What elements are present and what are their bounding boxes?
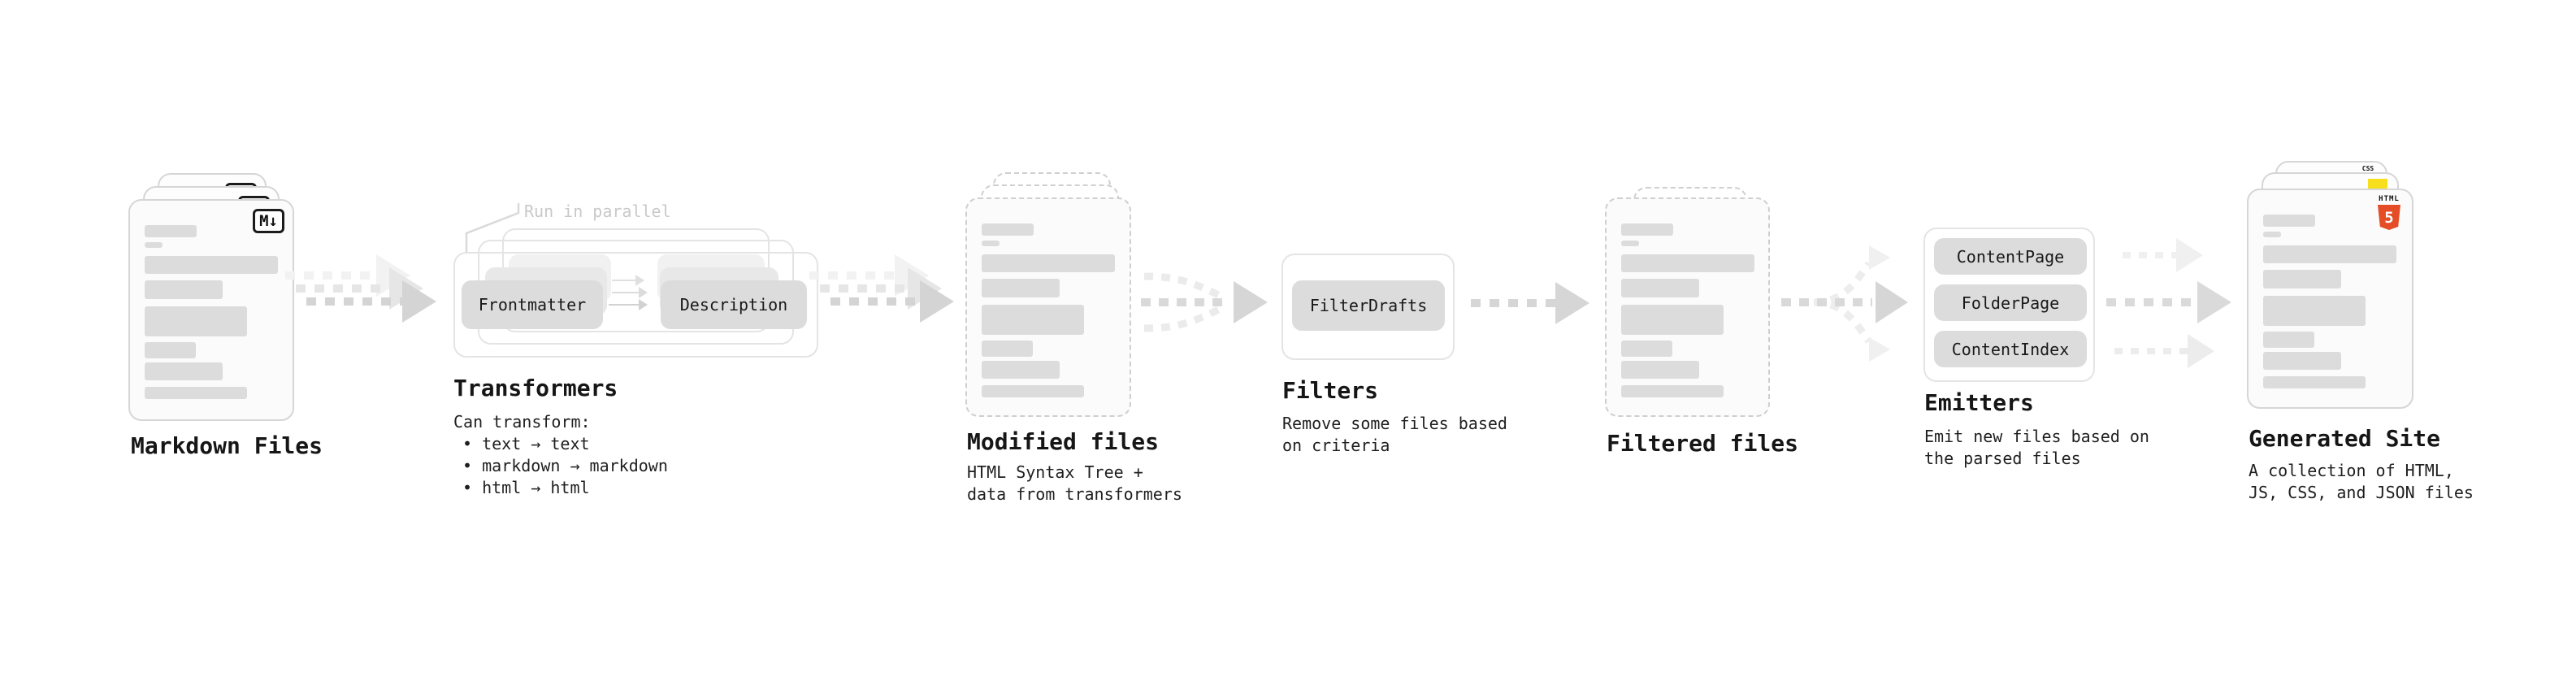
desc-line: • html → html (462, 478, 590, 497)
js-icon (2368, 179, 2387, 189)
flow-arrow-filtered-to-emitters (1781, 245, 1908, 362)
desc-line: Remove some files based (1282, 414, 1507, 433)
transformer-box-frontmatter: Frontmatter (462, 280, 603, 329)
generated-site-description: A collection of HTML, JS, CSS, and JSON … (2249, 460, 2474, 504)
generated-site-title: Generated Site (2249, 425, 2441, 452)
desc-line: JS, CSS, and JSON files (2249, 483, 2474, 502)
placeholder-bar (1621, 305, 1724, 335)
desc-line: HTML Syntax Tree + (967, 462, 1143, 482)
placeholder-bar (982, 241, 1000, 246)
placeholder-bar (1621, 361, 1699, 379)
html5-shield: 5 (2378, 205, 2400, 230)
placeholder-bar (1621, 279, 1699, 297)
placeholder-bar (2263, 376, 2366, 388)
html5-icon: HTML 5 (2376, 195, 2402, 230)
placeholder-bar (2263, 245, 2396, 263)
emitter-box-contentindex: ContentIndex (1934, 331, 2087, 367)
placeholder-bar (145, 225, 197, 237)
arrow-ghost (2123, 238, 2203, 272)
placeholder-bar (1621, 385, 1724, 397)
modified-file-card-front (965, 197, 1131, 417)
placeholder-bar (145, 256, 278, 274)
placeholder-bar (145, 242, 163, 248)
arrow-icon (2106, 281, 2231, 323)
placeholder-bar (2263, 215, 2315, 227)
html5-number: 5 (2384, 208, 2394, 227)
css-label: CSS (2361, 165, 2374, 172)
emitters-description: Emit new files based on the parsed files (1924, 426, 2149, 470)
placeholder-bar (145, 280, 223, 299)
placeholder-bar (145, 342, 196, 358)
desc-line: • text → text (462, 434, 590, 453)
arrow-ghost (2114, 334, 2214, 368)
markdown-file-card-front: M↓ (128, 199, 294, 421)
desc-line: Can transform: (453, 412, 591, 432)
arrow-icon (306, 280, 436, 323)
placeholder-bar (1621, 254, 1754, 272)
filtered-file-card-front (1605, 197, 1770, 417)
emitter-box-contentpage: ContentPage (1934, 238, 2087, 275)
transformers-description: Can transform: • text → text • markdown … (453, 411, 668, 499)
placeholder-bar (2263, 296, 2366, 326)
filters-description: Remove some files based on criteria (1282, 413, 1507, 457)
filtered-files-title: Filtered files (1607, 430, 1799, 457)
desc-line: Emit new files based on (1924, 427, 2149, 446)
placeholder-bar (982, 305, 1084, 335)
modified-files-description: HTML Syntax Tree + data from transformer… (967, 462, 1182, 505)
transformers-title: Transformers (453, 375, 618, 401)
transformer-box-description: Description (661, 280, 807, 329)
placeholder-bar (2263, 270, 2341, 288)
placeholder-bar (982, 279, 1060, 297)
placeholder-bar (145, 387, 247, 399)
placeholder-bar (2263, 352, 2341, 370)
desc-line: • markdown → markdown (462, 456, 668, 475)
desc-line: the parsed files (1924, 449, 2081, 468)
placeholder-bar (982, 385, 1084, 397)
flow-arrow-modified-to-filters (1141, 272, 1268, 332)
desc-line: data from transformers (967, 484, 1182, 504)
placeholder-bar (145, 362, 223, 380)
filters-title: Filters (1282, 377, 1379, 404)
html5-word: HTML (2379, 195, 2400, 203)
arrow-icon (612, 275, 644, 286)
placeholder-bar (982, 361, 1060, 379)
desc-line: A collection of HTML, (2249, 461, 2454, 480)
placeholder-bar (1621, 241, 1639, 246)
emitters-title: Emitters (1924, 389, 2034, 416)
emitter-box-folderpage: FolderPage (1934, 284, 2087, 321)
placeholder-bar (982, 223, 1034, 236)
arrow-icon (830, 280, 954, 323)
placeholder-bar (2263, 332, 2314, 348)
markdown-files-title: Markdown Files (131, 432, 323, 459)
placeholder-bar (1621, 340, 1672, 357)
generated-file-card-html: HTML 5 (2247, 189, 2413, 409)
placeholder-bar (982, 340, 1033, 357)
markdown-icon: M↓ (253, 209, 284, 233)
modified-files-title: Modified files (967, 428, 1160, 455)
filter-box-filterdrafts: FilterDrafts (1292, 280, 1445, 331)
placeholder-bar (145, 306, 247, 336)
arrow-icon (609, 299, 648, 310)
run-in-parallel-note: Run in parallel (524, 202, 671, 221)
callout-leader-line (465, 203, 520, 252)
arrow-icon (612, 287, 648, 298)
desc-line: on criteria (1282, 436, 1390, 455)
flow-arrow-filters-to-filtered (1471, 282, 1589, 324)
placeholder-bar (1621, 223, 1673, 236)
placeholder-bar (2263, 232, 2281, 237)
placeholder-bar (982, 254, 1115, 272)
transformer-run-card-front (453, 252, 818, 358)
